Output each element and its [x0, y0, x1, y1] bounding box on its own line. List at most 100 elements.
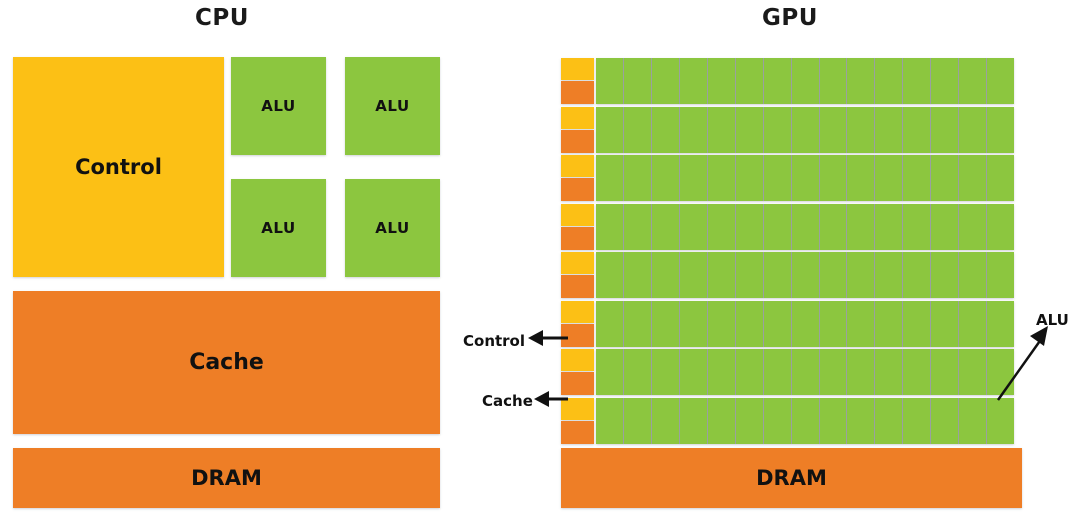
gpu-alu-cell[interactable] — [987, 397, 1015, 444]
cpu-control-block[interactable]: Control — [13, 57, 224, 277]
gpu-alu-cell[interactable] — [623, 397, 652, 444]
gpu-control-block[interactable] — [561, 58, 594, 80]
gpu-alu-cell[interactable] — [875, 58, 904, 104]
gpu-alu-cell[interactable] — [623, 155, 652, 201]
gpu-alu-cell[interactable] — [847, 300, 876, 347]
gpu-alu-cell[interactable] — [763, 155, 792, 201]
gpu-alu-cell[interactable] — [847, 203, 876, 250]
gpu-alu-cell[interactable] — [959, 58, 988, 104]
gpu-alu-cell[interactable] — [707, 349, 736, 395]
gpu-alu-cell[interactable] — [651, 106, 680, 153]
cpu-alu-block[interactable]: ALU — [345, 57, 440, 155]
gpu-alu-cell[interactable] — [735, 349, 764, 395]
gpu-alu-cell[interactable] — [959, 203, 988, 250]
gpu-alu-cell[interactable] — [679, 203, 708, 250]
gpu-alu-cell[interactable] — [735, 252, 764, 298]
gpu-alu-cell[interactable] — [931, 155, 960, 201]
gpu-cache-block[interactable] — [561, 420, 594, 444]
gpu-alu-cell[interactable] — [903, 106, 932, 153]
gpu-alu-cell[interactable] — [735, 397, 764, 444]
gpu-alu-cell[interactable] — [679, 58, 708, 104]
gpu-alu-cell[interactable] — [875, 155, 904, 201]
gpu-alu-cell[interactable] — [847, 349, 876, 395]
gpu-cache-block[interactable] — [561, 226, 594, 250]
gpu-alu-cell[interactable] — [875, 349, 904, 395]
gpu-alu-cell[interactable] — [596, 58, 624, 104]
gpu-alu-cell[interactable] — [791, 300, 820, 347]
gpu-alu-cell[interactable] — [959, 349, 988, 395]
gpu-alu-cell[interactable] — [623, 203, 652, 250]
gpu-alu-cell[interactable] — [791, 58, 820, 104]
gpu-alu-cell[interactable] — [791, 106, 820, 153]
gpu-dram-block[interactable]: DRAM — [561, 448, 1022, 508]
gpu-alu-cell[interactable] — [763, 203, 792, 250]
gpu-alu-cell[interactable] — [931, 349, 960, 395]
gpu-alu-cell[interactable] — [931, 106, 960, 153]
gpu-alu-cell[interactable] — [875, 203, 904, 250]
gpu-alu-cell[interactable] — [596, 252, 624, 298]
gpu-alu-cell[interactable] — [959, 300, 988, 347]
gpu-alu-cell[interactable] — [987, 203, 1015, 250]
gpu-alu-cell[interactable] — [959, 397, 988, 444]
gpu-alu-cell[interactable] — [875, 252, 904, 298]
gpu-alu-cell[interactable] — [791, 252, 820, 298]
gpu-alu-cell[interactable] — [903, 300, 932, 347]
gpu-alu-cell[interactable] — [735, 106, 764, 153]
gpu-alu-cell[interactable] — [707, 155, 736, 201]
gpu-alu-cell[interactable] — [903, 58, 932, 104]
gpu-cache-block[interactable] — [561, 129, 594, 153]
gpu-alu-cell[interactable] — [623, 252, 652, 298]
gpu-alu-cell[interactable] — [819, 349, 848, 395]
gpu-control-block[interactable] — [561, 397, 594, 420]
gpu-alu-cell[interactable] — [819, 300, 848, 347]
gpu-alu-cell[interactable] — [735, 155, 764, 201]
gpu-alu-cell[interactable] — [763, 106, 792, 153]
gpu-alu-cell[interactable] — [707, 252, 736, 298]
gpu-cache-block[interactable] — [561, 81, 594, 104]
gpu-alu-cell[interactable] — [596, 106, 624, 153]
gpu-alu-cell[interactable] — [651, 300, 680, 347]
gpu-alu-cell[interactable] — [903, 155, 932, 201]
gpu-alu-cell[interactable] — [903, 397, 932, 444]
gpu-alu-cell[interactable] — [763, 252, 792, 298]
gpu-alu-cell[interactable] — [987, 300, 1015, 347]
gpu-control-block[interactable] — [561, 252, 594, 274]
gpu-control-block[interactable] — [561, 106, 594, 129]
cpu-cache-block[interactable]: Cache — [13, 291, 440, 434]
gpu-alu-cell[interactable] — [651, 155, 680, 201]
gpu-alu-cell[interactable] — [596, 300, 624, 347]
gpu-alu-cell[interactable] — [596, 203, 624, 250]
gpu-alu-cell[interactable] — [847, 58, 876, 104]
gpu-alu-cell[interactable] — [791, 397, 820, 444]
gpu-control-block[interactable] — [561, 203, 594, 226]
gpu-alu-cell[interactable] — [819, 106, 848, 153]
gpu-alu-cell[interactable] — [959, 155, 988, 201]
gpu-alu-cell[interactable] — [903, 252, 932, 298]
gpu-alu-cell[interactable] — [847, 397, 876, 444]
gpu-alu-cell[interactable] — [987, 106, 1015, 153]
gpu-alu-cell[interactable] — [931, 252, 960, 298]
gpu-alu-cell[interactable] — [651, 203, 680, 250]
gpu-alu-cell[interactable] — [931, 58, 960, 104]
gpu-alu-cell[interactable] — [679, 300, 708, 347]
gpu-alu-cell[interactable] — [959, 106, 988, 153]
gpu-alu-cell[interactable] — [679, 252, 708, 298]
gpu-alu-cell[interactable] — [596, 397, 624, 444]
gpu-cache-block[interactable] — [561, 372, 594, 395]
gpu-alu-cell[interactable] — [987, 252, 1015, 298]
gpu-alu-cell[interactable] — [791, 203, 820, 250]
gpu-alu-cell[interactable] — [707, 397, 736, 444]
gpu-alu-cell[interactable] — [763, 397, 792, 444]
gpu-alu-cell[interactable] — [679, 349, 708, 395]
gpu-alu-cell[interactable] — [707, 106, 736, 153]
gpu-alu-cell[interactable] — [651, 252, 680, 298]
gpu-alu-cell[interactable] — [651, 349, 680, 395]
gpu-alu-cell[interactable] — [819, 203, 848, 250]
gpu-alu-cell[interactable] — [623, 349, 652, 395]
gpu-alu-cell[interactable] — [987, 155, 1015, 201]
cpu-alu-block[interactable]: ALU — [345, 179, 440, 277]
gpu-alu-cell[interactable] — [679, 106, 708, 153]
gpu-alu-cell[interactable] — [651, 397, 680, 444]
gpu-alu-cell[interactable] — [763, 58, 792, 104]
gpu-alu-cell[interactable] — [875, 106, 904, 153]
